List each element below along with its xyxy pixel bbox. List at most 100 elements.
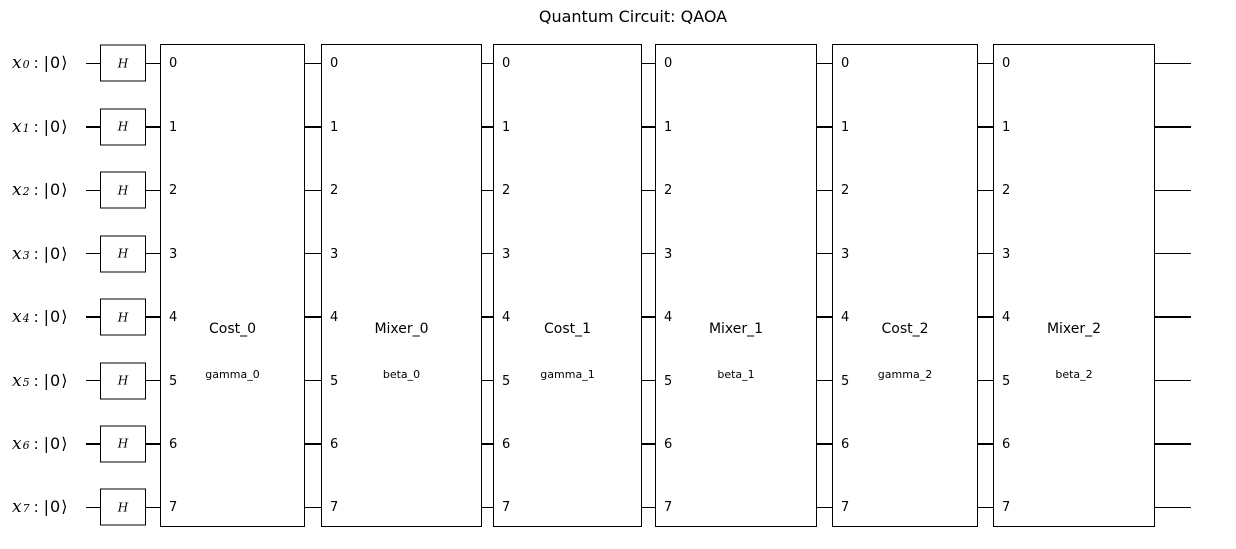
wire-segment: [1155, 379, 1191, 382]
qubit-index: 7: [22, 502, 30, 516]
port-number: 0: [330, 56, 339, 72]
wire-segment: [146, 62, 160, 65]
qubit-index: 3: [22, 248, 30, 262]
label-separator: :: [33, 181, 39, 200]
wire-segment: [146, 126, 160, 128]
page-title: Quantum Circuit: QAOA: [538, 7, 728, 26]
port-number: 5: [1002, 373, 1011, 389]
port-number: 1: [502, 119, 511, 135]
layer-label: Cost_0: [208, 321, 257, 337]
port-number: 4: [502, 310, 511, 326]
qubit-name: x: [12, 433, 22, 454]
port-number: 7: [664, 500, 673, 516]
hadamard-gate-label: H: [117, 436, 129, 451]
wire-segment: [978, 252, 993, 255]
wire-segment: [482, 379, 493, 382]
wire-segment: [1155, 316, 1191, 318]
port-number: 6: [664, 436, 673, 452]
ket-zero-state: |0⟩: [43, 53, 69, 73]
qubit-index: 0: [22, 58, 30, 72]
hadamard-gate: H: [100, 108, 146, 146]
qubit-name: x: [12, 497, 22, 518]
layer-param: gamma_2: [877, 368, 933, 381]
layer-label: Cost_2: [881, 321, 929, 337]
qubit-name: x: [12, 53, 22, 74]
qubit-index: 4: [22, 312, 30, 326]
wire-segment: [86, 316, 100, 318]
port-number: 4: [330, 310, 339, 326]
wire-segment: [817, 443, 832, 445]
port-number: 5: [841, 373, 850, 389]
wire-segment: [978, 443, 993, 445]
layer-param: beta_0: [382, 368, 421, 381]
port-number: 2: [330, 183, 339, 199]
layer-label: Mixer_2: [1046, 321, 1102, 337]
layer-label: Mixer_0: [374, 321, 429, 337]
wire-segment: [1155, 443, 1191, 445]
port-number: 4: [841, 310, 850, 326]
qubit-index: 1: [22, 121, 30, 135]
port-number: 6: [330, 436, 339, 452]
wire-segment: [482, 506, 493, 509]
port-number: 3: [330, 246, 339, 262]
layer-param: gamma_0: [205, 368, 260, 381]
hadamard-gate: H: [100, 298, 146, 336]
wire-segment: [482, 62, 493, 65]
qubit-name: x: [12, 307, 22, 328]
wire-segment: [642, 316, 655, 318]
wire-segment: [817, 506, 832, 509]
port-number: 5: [664, 373, 673, 389]
port-number: 0: [1002, 56, 1011, 72]
wire-segment: [482, 189, 493, 191]
wire-segment: [86, 443, 100, 445]
label-separator: :: [33, 371, 39, 390]
hadamard-gate-label: H: [117, 373, 129, 388]
port-number: 2: [841, 183, 850, 199]
wire-segment: [978, 126, 993, 128]
qubit-name: x: [12, 243, 22, 264]
wire-segment: [817, 126, 832, 128]
wire-segment: [817, 379, 832, 382]
wire-segment: [482, 316, 493, 318]
ket-zero-state: |0⟩: [43, 243, 69, 263]
wire-segment: [305, 62, 321, 65]
label-separator: :: [33, 434, 39, 453]
port-number: 2: [664, 183, 673, 199]
port-number: 6: [502, 436, 511, 452]
wire-segment: [642, 62, 655, 65]
qubit-index: 5: [22, 375, 30, 389]
port-number: 3: [1002, 246, 1011, 262]
wire-segment: [817, 62, 832, 65]
wire-segment: [86, 126, 100, 128]
hadamard-gate: H: [100, 425, 146, 463]
wire-segment: [642, 126, 655, 128]
wire-segment: [305, 379, 321, 382]
wire-segment: [978, 62, 993, 65]
wire-segment: [305, 189, 321, 191]
port-number: 3: [502, 246, 511, 262]
wire-segment: [482, 126, 493, 128]
port-number: 5: [169, 373, 178, 389]
wire-segment: [146, 379, 160, 382]
label-separator: :: [33, 498, 39, 517]
wire-segment: [642, 506, 655, 509]
port-number: 0: [502, 56, 511, 72]
port-number: 3: [664, 246, 673, 262]
wire-segment: [86, 379, 100, 382]
layer-label: Cost_1: [543, 321, 592, 337]
port-number: 7: [1002, 500, 1011, 516]
wire-segment: [1155, 506, 1191, 509]
hadamard-gate-label: H: [117, 310, 129, 325]
wire-segment: [305, 506, 321, 509]
qubit-name: x: [12, 116, 22, 137]
layer-label: Mixer_1: [708, 321, 764, 337]
